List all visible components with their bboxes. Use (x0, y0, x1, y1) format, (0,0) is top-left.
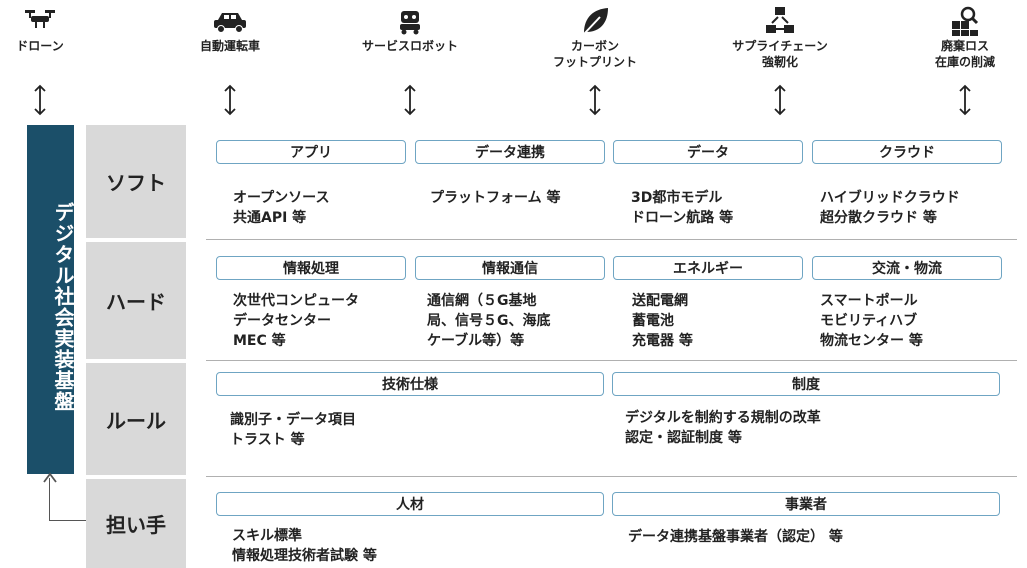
double-arrow-icon (34, 84, 46, 116)
tag-data-linkage: データ連携 (415, 140, 605, 164)
tag-human-resources: 人材 (216, 492, 604, 516)
usecase-waste-loss: 廃棄ロス 在庫の削減 (900, 4, 1027, 70)
tag-cloud: クラウド (812, 140, 1002, 164)
soft-text-app: オープンソース 共通API 等 (233, 190, 330, 226)
supply-chain-icon (766, 7, 794, 33)
usecase-supply-chain: サプライチェーン 強靭化 (715, 4, 845, 70)
row-divider (206, 360, 1017, 361)
hard-text-information-processing: 次世代コンピュータ データセンター MEC 等 (233, 293, 359, 349)
row-divider (206, 476, 1017, 477)
tag-data: データ (613, 140, 803, 164)
inventory-search-icon (952, 6, 979, 36)
tag-business-operators: 事業者 (612, 492, 1000, 516)
usecase-label: 自動運転車 (199, 39, 260, 53)
row-label-actors: 担い手 (86, 479, 186, 568)
foundation-bar: デジタル社会実装基盤 (27, 125, 75, 474)
leaf-icon (583, 8, 608, 35)
double-arrow-icon (589, 84, 601, 116)
actors-text-human-resources: スキル標準 情報処理技術者試験 等 (232, 528, 377, 564)
tag-system: 制度 (612, 372, 1000, 396)
usecase-label: ドローン (16, 39, 64, 53)
soft-text-data-linkage: プラットフォーム 等 (430, 190, 561, 206)
usecase-label: サプライチェーン 強靭化 (732, 39, 828, 69)
hard-text-exchange-logistics: スマートポール モビリティハブ 物流センター 等 (820, 293, 923, 349)
hard-text-energy: 送配電網 蓄電池 充電器 等 (632, 293, 693, 349)
actors-text-business-operators: データ連携基盤事業者（認定） 等 (628, 529, 843, 545)
rule-text-system: デジタルを制約する規制の改革 認定・認証制度 等 (625, 410, 821, 446)
tag-technical-spec: 技術仕様 (216, 372, 604, 396)
usecase-label: 廃棄ロス 在庫の削減 (934, 39, 995, 69)
arrow-up-icon (43, 472, 57, 483)
double-arrow-icon (404, 84, 416, 116)
connector-line (49, 478, 88, 521)
usecase-label: カーボン フットプリント (552, 39, 637, 69)
row-label-soft: ソフト (86, 125, 186, 238)
row-label-hard: ハード (86, 242, 186, 359)
car-icon (214, 13, 246, 33)
usecase-label: サービスロボット (361, 39, 458, 53)
double-arrow-icon (224, 84, 236, 116)
tag-information-communication: 情報通信 (415, 256, 605, 280)
usecase-drone: ドローン (0, 4, 105, 54)
usecase-autonomous-car: 自動運転車 (165, 4, 295, 54)
row-label-rule: ルール (86, 363, 186, 475)
double-arrow-icon (774, 84, 786, 116)
tag-information-processing: 情報処理 (216, 256, 406, 280)
tag-energy: エネルギー (613, 256, 803, 280)
robot-icon (400, 11, 420, 35)
row-divider (206, 239, 1017, 240)
drone-icon (25, 10, 55, 28)
rule-text-technical-spec: 識別子・データ項目 トラスト 等 (230, 412, 356, 448)
double-arrow-icon (959, 84, 971, 116)
hard-text-information-communication: 通信網（５G基地 局、信号５G、海底 ケーブル等）等 (427, 293, 551, 349)
tag-exchange-logistics: 交流・物流 (812, 256, 1002, 280)
tag-app: アプリ (216, 140, 406, 164)
soft-text-cloud: ハイブリッドクラウド 超分散クラウド 等 (820, 190, 960, 226)
usecase-service-robot: サービスロボット (345, 4, 475, 54)
foundation-title: デジタル社会実装基盤 (51, 202, 75, 412)
usecase-carbon-footprint: カーボン フットプリント (530, 4, 660, 70)
soft-text-data: 3D都市モデル ドローン航路 等 (631, 190, 734, 226)
